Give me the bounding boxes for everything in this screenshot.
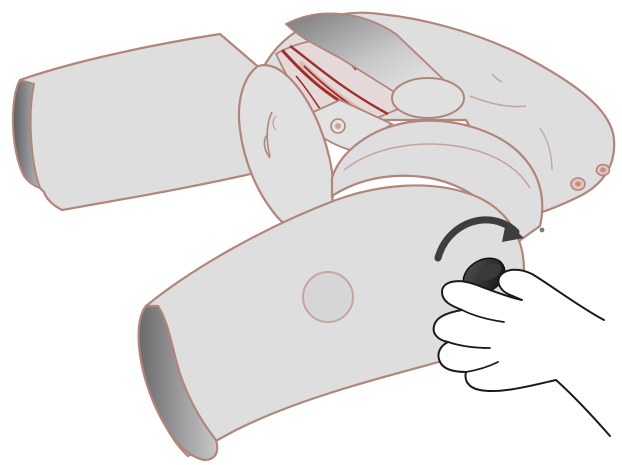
pad-disc xyxy=(392,78,464,118)
hand-icon xyxy=(434,270,610,436)
screw-icon xyxy=(597,165,610,176)
screw-icon xyxy=(571,178,585,190)
upper-left-leg xyxy=(13,34,268,210)
